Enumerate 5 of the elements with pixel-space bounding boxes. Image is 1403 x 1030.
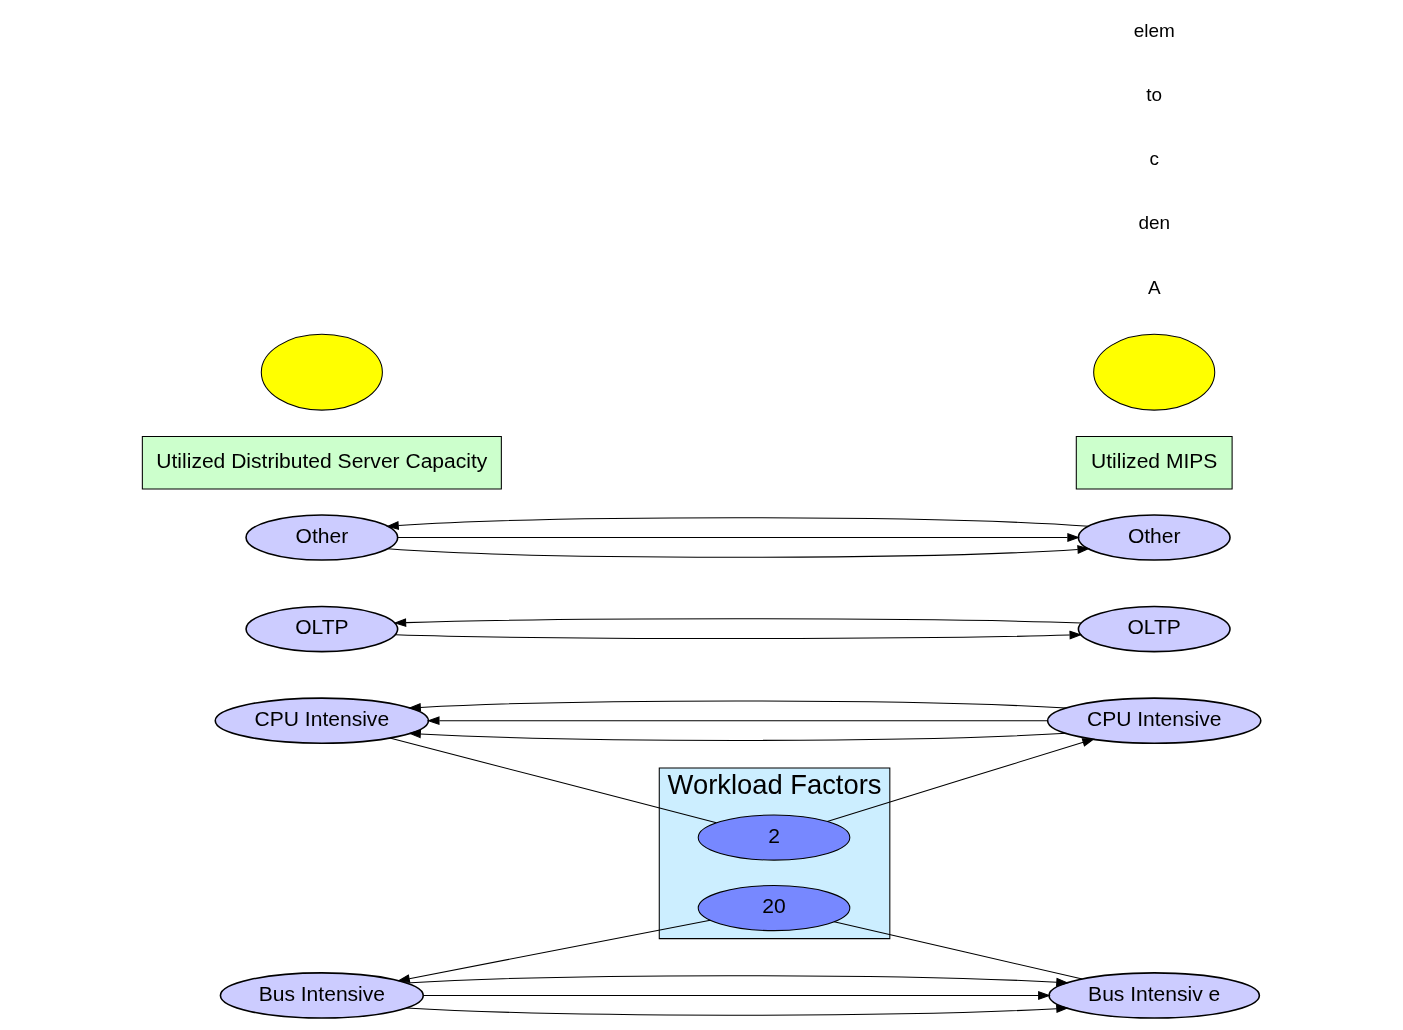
label: c [1149,147,1159,169]
label: den [1138,211,1171,233]
label: A [1147,276,1161,298]
label: elem [1133,19,1175,41]
label: to [1146,83,1163,105]
